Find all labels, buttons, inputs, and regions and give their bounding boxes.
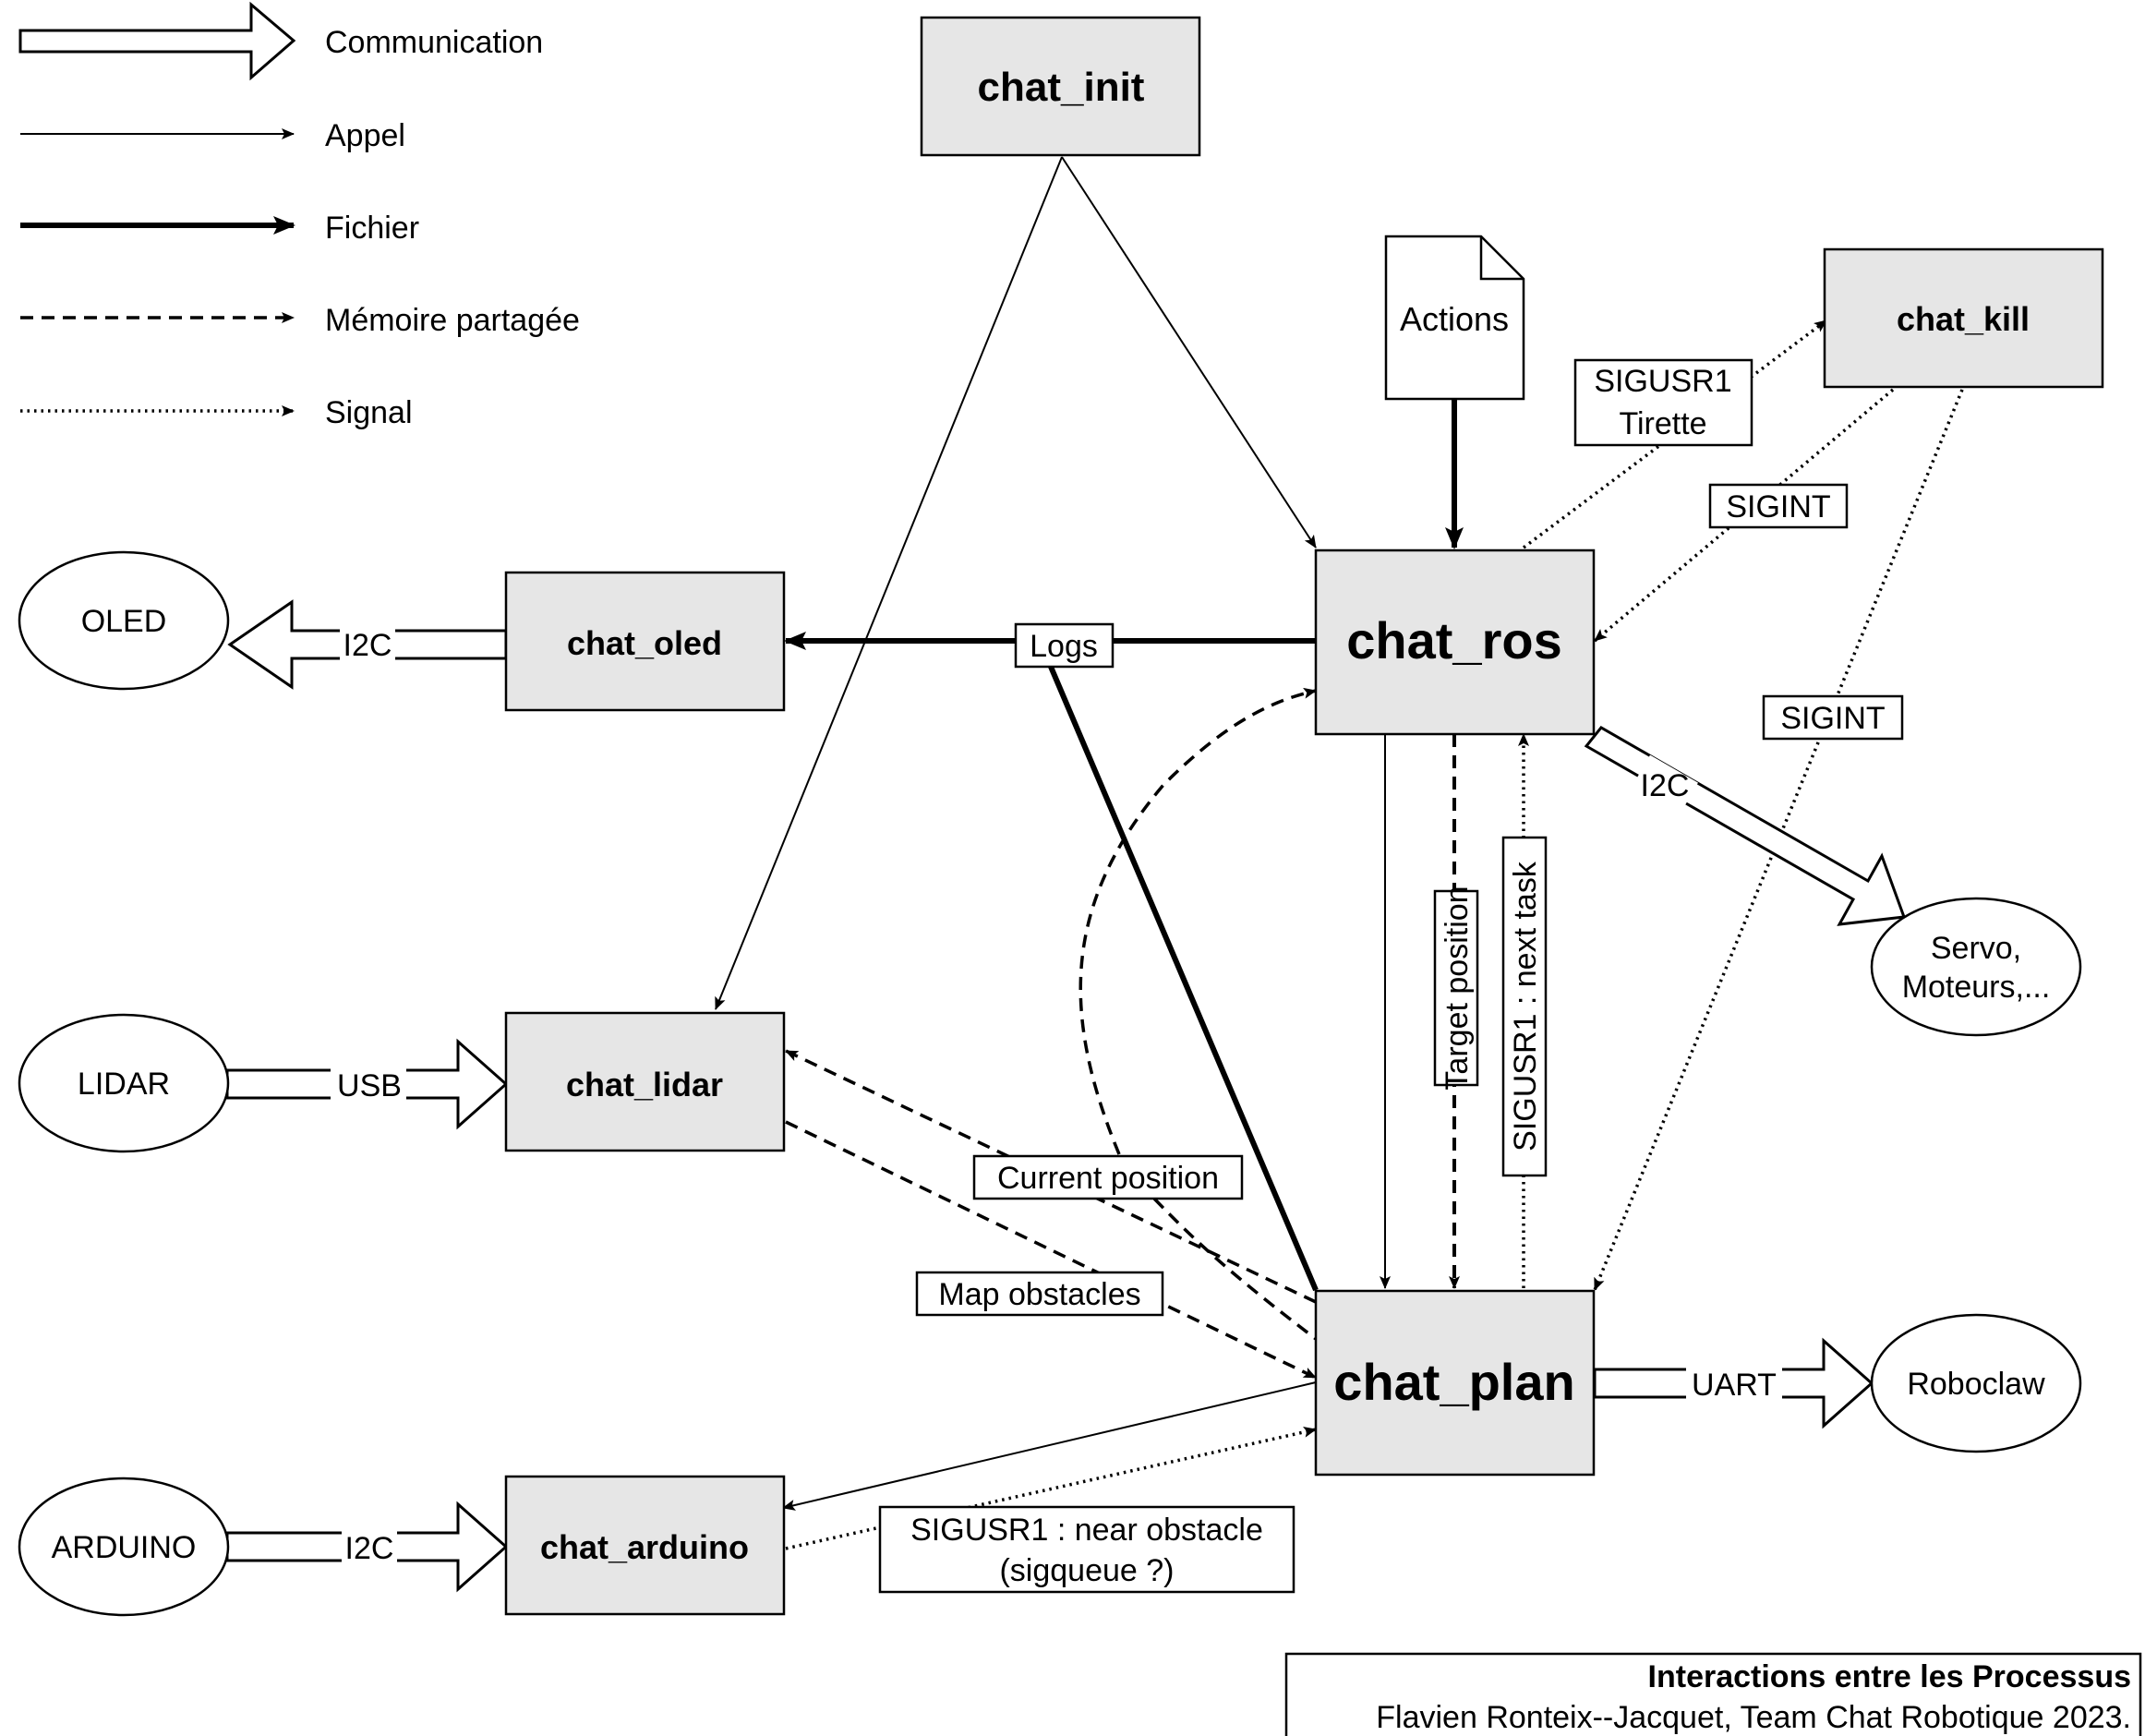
process-chat-arduino (504, 1475, 786, 1616)
device-arduino (18, 1477, 230, 1617)
process-chat-lidar-label: chat_lidar (566, 1066, 723, 1103)
label-tirette-line1: SIGUSR1 (1594, 364, 1731, 399)
file-actions: Actions (1384, 235, 1525, 401)
device-servo-label-1: Servo, (1931, 931, 2021, 966)
legend-appel-label: Appel (325, 118, 405, 153)
label-i2c-servo: I2C (1641, 768, 1690, 803)
devices: OLED LIDAR ARDUINO Servo, Moteurs,... Ro… (18, 550, 2082, 1617)
device-lidar (18, 1013, 230, 1153)
footer-title: Interactions entre les Processus (1648, 1659, 2131, 1694)
label-tirette-line2: Tirette (1619, 406, 1706, 441)
legend: Communication Appel Fichier Mémoire part… (18, 1, 580, 430)
device-oled-label: OLED (81, 604, 167, 639)
comm-ros-to-servo (1584, 726, 1907, 926)
label-near-obstacle-box (878, 1505, 1295, 1594)
label-sigint-2-box (1762, 694, 1904, 741)
label-i2c-oled: I2C (343, 628, 392, 663)
label-tirette-box (1573, 358, 1753, 447)
legend-memoire-label: Mémoire partagée (325, 303, 580, 338)
label-target-position-box (1433, 889, 1479, 1087)
label-map-obstacles: Map obstacles (938, 1277, 1140, 1312)
process-chat-plan-label: chat_plan (1333, 1353, 1574, 1411)
label-sigint-1-box (1708, 483, 1849, 529)
shm-current-position-to-plan (1152, 1197, 1318, 1341)
device-oled (18, 550, 230, 691)
label-uart: UART (1692, 1368, 1777, 1403)
process-chat-ros-label: chat_ros (1346, 611, 1561, 669)
call-init-to-lidar (715, 156, 1063, 1010)
edge-labels: SIGUSR1 Tirette SIGINT SIGINT Logs I2C U… (331, 358, 1904, 1594)
device-roboclaw-label: Roboclaw (1907, 1367, 2045, 1402)
process-chat-kill-label: chat_kill (1897, 300, 2030, 338)
footer-box (1284, 1652, 2142, 1736)
device-arduino-label: ARDUINO (52, 1530, 197, 1565)
process-chat-lidar (504, 1011, 786, 1152)
process-chat-oled (504, 571, 786, 712)
label-logs: Logs (1030, 629, 1098, 664)
label-target-position: Target position (1440, 886, 1475, 1090)
device-lidar-label: LIDAR (78, 1067, 170, 1102)
label-usb: USB (337, 1068, 402, 1103)
process-chat-arduino-label: chat_arduino (540, 1528, 749, 1566)
label-current-position-box (972, 1154, 1244, 1200)
label-uart-bg (1686, 1365, 1782, 1402)
label-next-task-box (1501, 836, 1548, 1177)
shm-current-position-to-lidar (785, 1049, 1317, 1304)
file-icon (1384, 235, 1525, 401)
label-sigint-1: SIGINT (1726, 489, 1830, 524)
legend-fichier-label: Fichier (325, 211, 419, 246)
label-i2c-oled-bg (340, 624, 395, 661)
device-servo (1870, 897, 2082, 1037)
legend-communication-label: Communication (325, 25, 543, 60)
call-init-to-ros (1061, 156, 1317, 549)
device-roboclaw (1870, 1313, 2082, 1453)
process-chat-init (920, 16, 1201, 157)
footer-credit: Flavien Ronteix--Jacquet, Team Chat Robo… (1376, 1700, 2131, 1735)
legend-communication-arrow (18, 1, 296, 81)
device-servo-label-2: Moteurs,... (1902, 970, 2051, 1005)
label-near-obstacle-line2: (sigqueue ?) (999, 1553, 1174, 1588)
process-chat-ros (1314, 549, 1596, 736)
footer: Interactions entre les Processus Flavien… (1284, 1652, 2142, 1736)
process-chat-init-label: chat_init (978, 65, 1145, 110)
label-i2c-arduino-bg (342, 1529, 397, 1566)
label-logs-box (1014, 622, 1115, 669)
signal-near-obstacle (785, 1426, 1317, 1550)
label-i2c-arduino: I2C (345, 1531, 394, 1566)
label-map-obstacles-box (915, 1271, 1164, 1317)
label-current-position: Current position (997, 1161, 1219, 1196)
call-plan-to-arduino (782, 1381, 1317, 1511)
label-sigint-2: SIGINT (1780, 701, 1885, 736)
file-plan-to-logs (1048, 665, 1319, 1292)
process-boxes: chat_init chat_kill chat_ros chat_oled c… (504, 16, 2104, 1616)
shm-current-position-to-ros (1079, 687, 1317, 1155)
process-chat-plan (1314, 1289, 1596, 1477)
label-next-task: SIGUSR1 : next task (1508, 861, 1543, 1151)
label-usb-bg (331, 1067, 406, 1104)
process-chat-kill (1823, 247, 2104, 389)
label-near-obstacle-line1: SIGUSR1 : near obstacle (910, 1513, 1263, 1548)
file-actions-label: Actions (1400, 300, 1509, 338)
legend-signal-label: Signal (325, 395, 413, 430)
shm-map-obstacles (785, 1120, 1317, 1380)
process-chat-oled-label: chat_oled (567, 624, 722, 662)
label-i2c-servo-bg (1632, 754, 1698, 815)
